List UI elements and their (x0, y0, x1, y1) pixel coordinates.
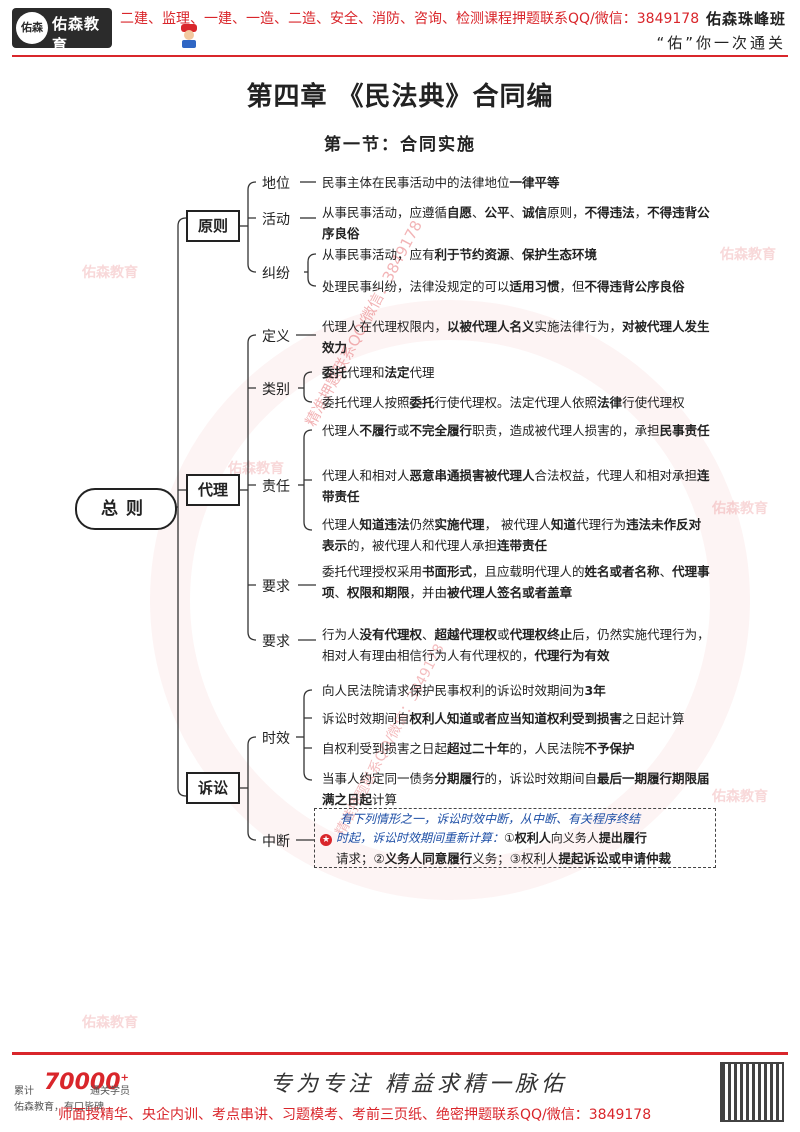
footer-student-count: 70000+ (44, 1070, 129, 1095)
note-handwritten-line: 有下列情形之一，诉讼时效中断，从中断、有关程序终结 (340, 812, 641, 826)
watermark-brand: 佑森教育 (712, 789, 768, 805)
footer-divider (12, 1052, 788, 1055)
chapter-title: 第四章 《民法典》合同编 (246, 82, 554, 112)
qr-code-icon (720, 1062, 784, 1122)
leaf-text: 代理人不履行或不完全履行职责，造成被代理人损害的，承担民事责任 (322, 423, 710, 438)
logo-name: 佑森教育 (52, 15, 101, 54)
leaf-text: 代理人和相对人恶意串通损害被代理人合法权益，代理人和相对承担连带责任 (322, 468, 710, 504)
leaf-text: 从事民事活动，应遵循自愿、公平、诚信原则，不得违法，不得违背公序良俗 (322, 205, 710, 241)
leaf-text: 行为人没有代理权、超越代理权或代理权终止后，仍然实施代理行为，相对人有理由相信行… (322, 627, 710, 663)
leaf-text: 自权利受到损害之日起超过二十年的，人民法院不予保护 (322, 741, 635, 756)
leaf-text: 委托代理授权采用书面形式，且应载明代理人的姓名或者名称、代理事项、权限和期限，并… (322, 564, 710, 600)
sub-label-requirement: 要求 (262, 579, 290, 595)
category-litigation: 诉讼 (186, 772, 240, 804)
interruption-note-box (314, 808, 716, 868)
root-node: 总则 (75, 488, 177, 530)
footer-count-label: 累计 (14, 1086, 34, 1097)
sub-label-status: 地位 (262, 176, 290, 192)
note-handwritten-segment: 时起，诉讼时效期间重新计算： (336, 831, 505, 845)
footer-brand: 佑森教育，有口皆碑 (14, 1102, 104, 1113)
note-text-segment: ①权利人向义务人提出履行 (504, 831, 647, 845)
watermark-brand: 佑森教育 (228, 461, 284, 477)
leaf-text: 诉讼时效期间自权利人知道或者应当知道权利受到损害之日起计算 (322, 711, 685, 726)
leaf-text: 向人民法院请求保护民事权利的诉讼时效期间为3年 (322, 683, 606, 698)
header-ad-text: 二建、监理、一建、一造、二造、安全、消防、咨询、检测课程押题联系QQ/微信：38… (120, 11, 700, 27)
footer-count-suffix: 通关学员 (90, 1086, 130, 1097)
watermark-brand: 佑森教育 (82, 265, 138, 281)
watermark-brand: 佑森教育 (82, 1015, 138, 1031)
header-divider (12, 55, 788, 57)
count-sup: + (120, 1072, 129, 1084)
sub-label-type: 类别 (262, 382, 290, 398)
leaf-text: 民事主体在民事活动中的法律地位一律平等 (322, 175, 560, 190)
leaf-text: 当事人约定同一债务分期履行的，诉讼时效期间自最后一期履行期限届满之日起计算 (322, 771, 710, 807)
brand-logo: 佑森 佑森教育 (12, 8, 112, 54)
header-class-name: 佑森珠峰班 (705, 10, 786, 28)
leaf-text: 委托代理和法定代理 (322, 365, 435, 380)
note-line: 时起，诉讼时效期间重新计算：①权利人向义务人提出履行 (336, 829, 647, 846)
category-principle: 原则 (186, 210, 240, 242)
footer-ad-text: 师面授精华、央企内训、考点串讲、习题模考、考前三页纸、绝密押题联系QQ/微信：3… (58, 1107, 652, 1123)
footer-calligraphy: 专为专注 精益求精一脉佑 (270, 1072, 567, 1097)
leaf-text: 代理人知道违法仍然实施代理， 被代理人知道代理行为违法未作反对表示的，被代理人和… (322, 517, 702, 553)
mascot-icon (181, 24, 197, 48)
sub-label-dispute: 纠纷 (262, 266, 290, 282)
star-badge-icon: ★ (320, 834, 332, 846)
leaf-text: 代理人在代理权限内，以被代理人名义实施法律行为，对被代理人发生效力 (322, 319, 710, 355)
sub-label-requirement: 要求 (262, 634, 290, 650)
logo-seal: 佑森 (16, 12, 48, 44)
section-title: 第一节：合同实施 (324, 135, 476, 155)
watermark-brand: 佑森教育 (712, 501, 768, 517)
leaf-text: 委托代理人按照委托行使代理权。法定代理人依照法律行使代理权 (322, 395, 685, 410)
sub-label-definition: 定义 (262, 329, 290, 345)
leaf-text: 处理民事纠纷，法律没规定的可以适用习惯，但不得违背公序良俗 (322, 279, 685, 294)
sub-label-liability: 责任 (262, 479, 290, 495)
sub-label-activity: 活动 (262, 212, 290, 228)
header-slogan: “佑”你一次通关 (656, 34, 786, 52)
sub-label-interruption: 中断 (262, 834, 290, 850)
leaf-text: 从事民事活动，应有利于节约资源、保护生态环境 (322, 247, 598, 262)
sub-label-limitation: 时效 (262, 731, 290, 747)
watermark-brand: 佑森教育 (720, 247, 776, 263)
category-agency: 代理 (186, 474, 240, 506)
count-number: 70000 (44, 1070, 121, 1095)
note-line: 请求；②义务人同意履行义务；③权利人提起诉讼或申请仲裁 (336, 851, 671, 866)
